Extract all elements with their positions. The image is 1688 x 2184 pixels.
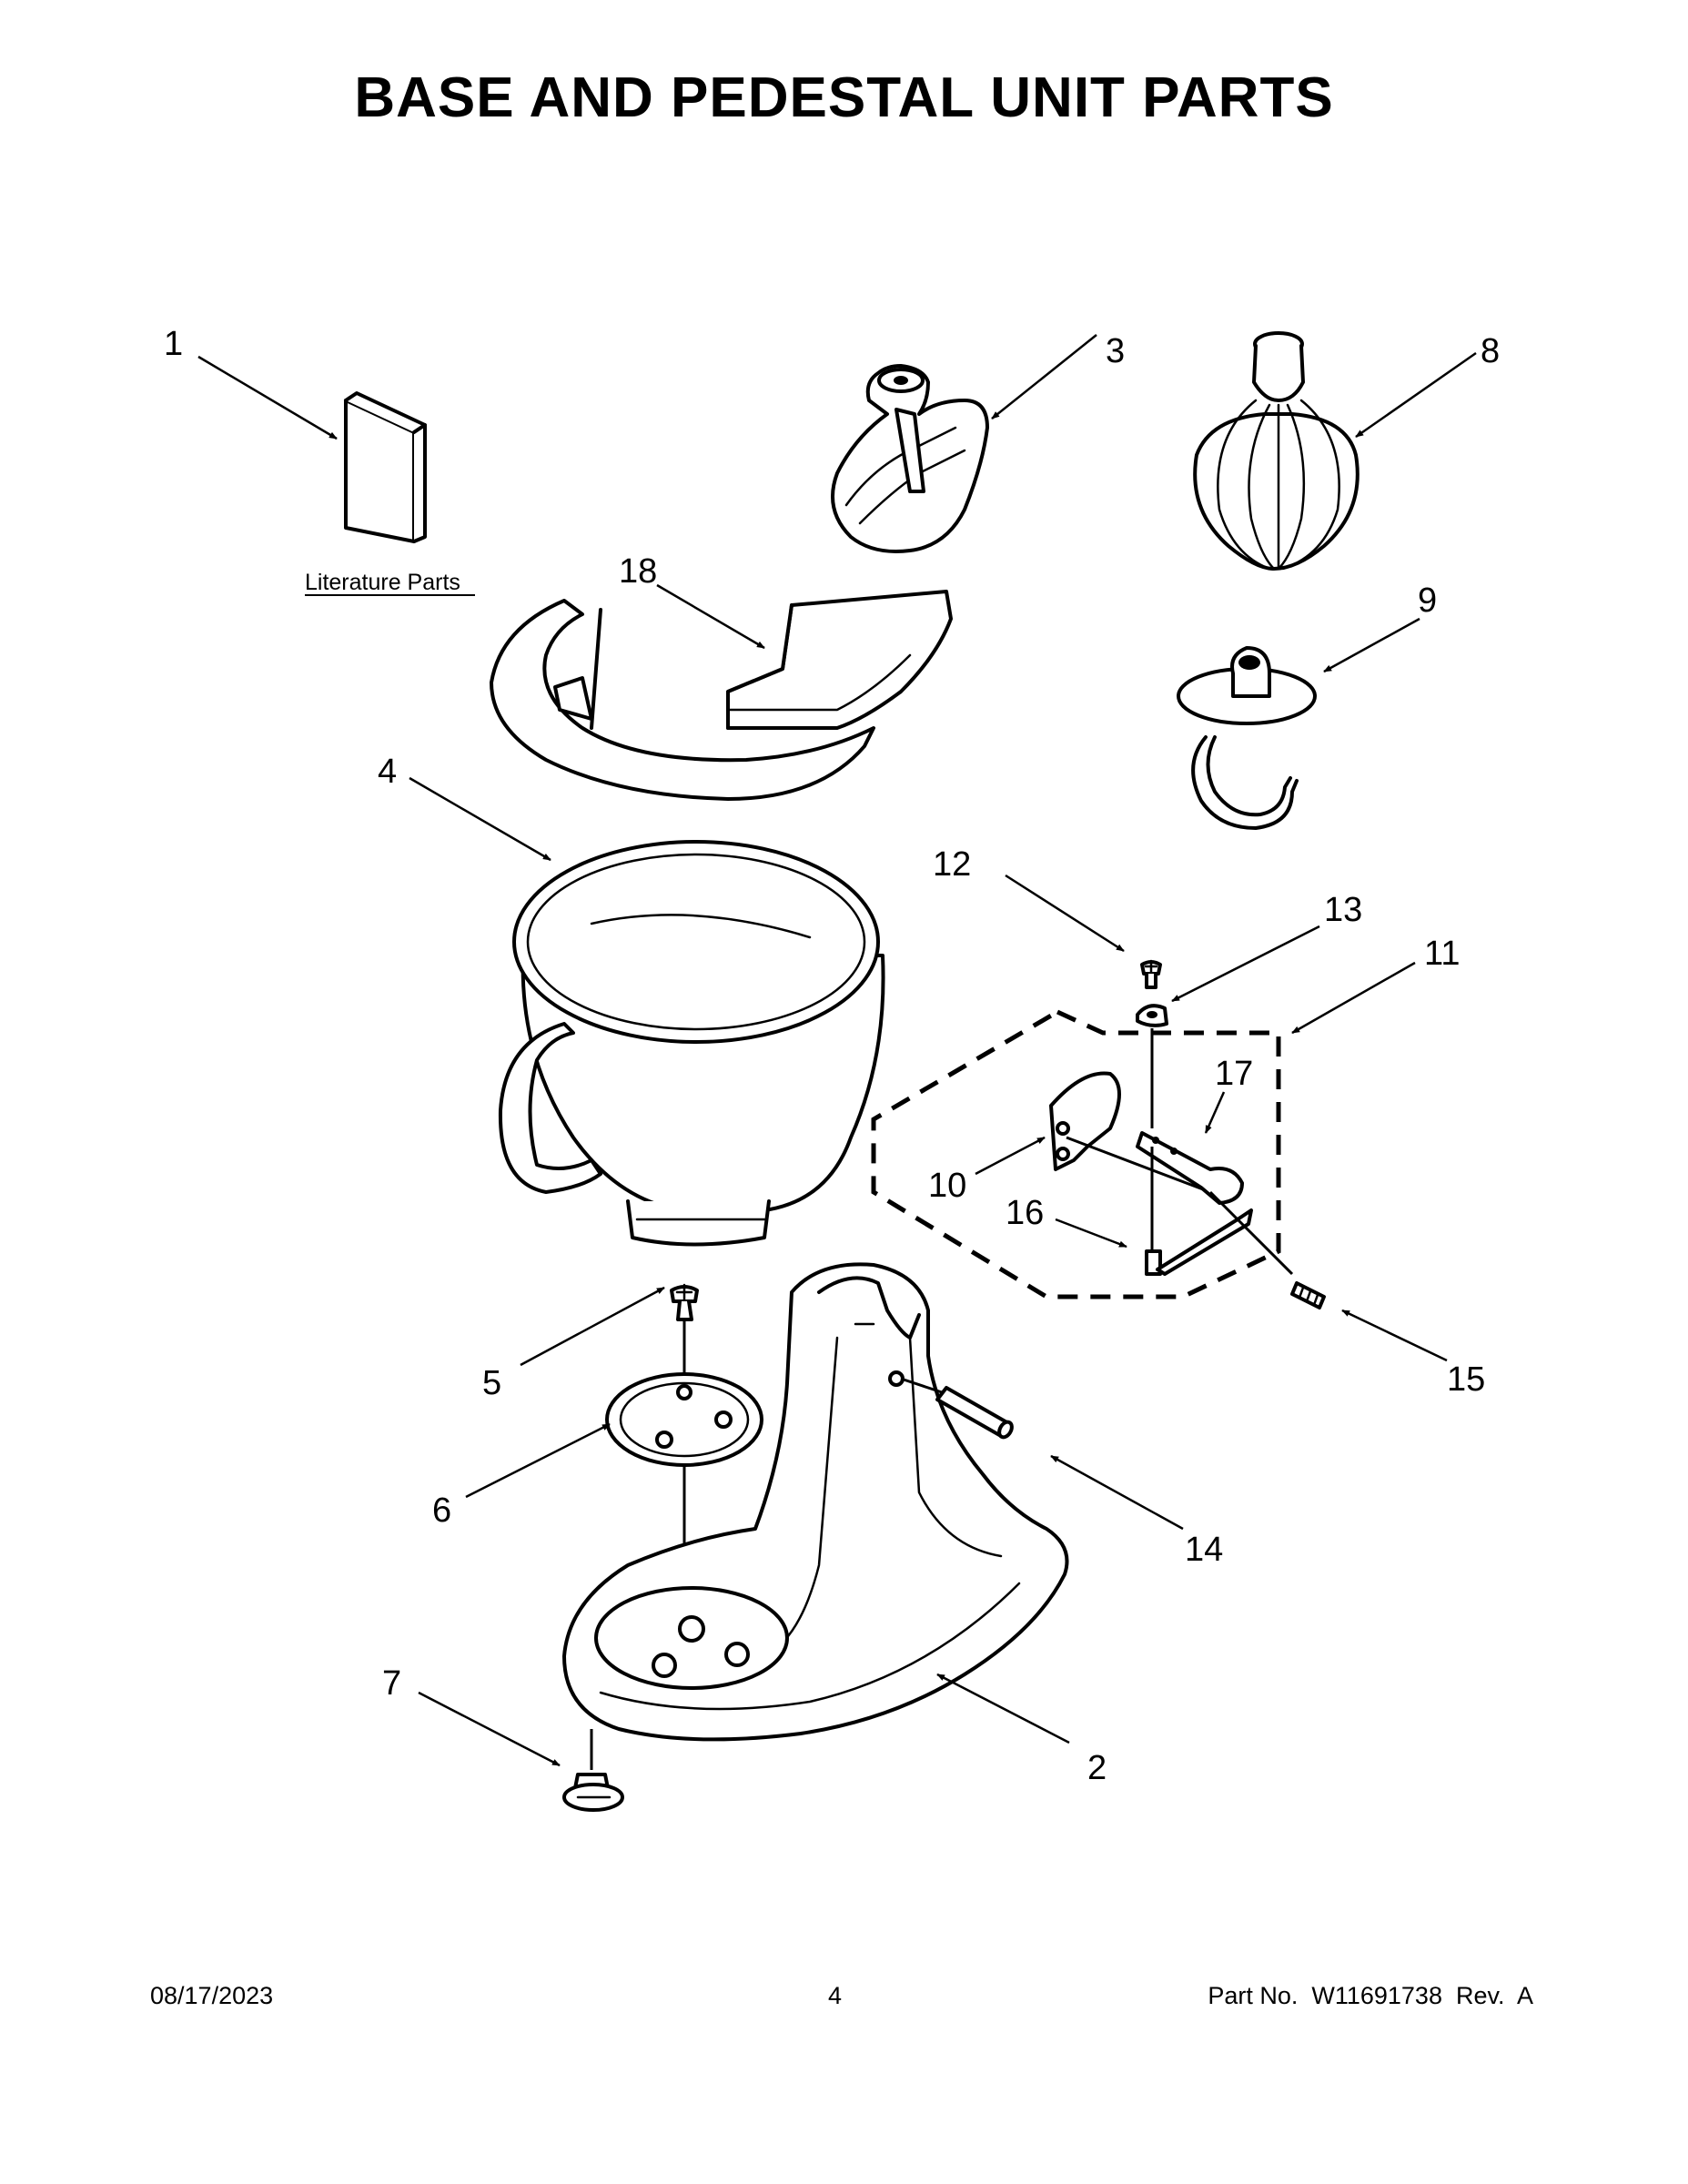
callout-15: 15 (1447, 1360, 1485, 1399)
mixing-bowl (498, 840, 885, 1247)
clamp-plate (605, 1372, 763, 1602)
callout-11: 11 (1424, 935, 1460, 973)
page-title: BASE AND PEDESTAL UNIT PARTS (354, 66, 1334, 129)
callout-13: 13 (1324, 891, 1362, 929)
pedestal-base (562, 1262, 1069, 1742)
callout-17: 17 (1215, 1055, 1253, 1093)
hinge-rod (1145, 1147, 1294, 1276)
flat-beater (831, 364, 989, 553)
bowl-clamp-screw (670, 1283, 699, 1383)
callout-7: 7 (382, 1664, 401, 1703)
callout-9: 9 (1418, 581, 1437, 620)
callout-10: 10 (928, 1167, 966, 1205)
callout-numbers: 1 3 8 9 18 4 12 13 11 17 10 16 15 5 6 14… (164, 325, 1500, 1787)
callout-18: 18 (619, 552, 657, 591)
footer-date: 08/17/2023 (150, 1982, 274, 2009)
lock-washer (1136, 1004, 1168, 1128)
footer-page-number: 4 (828, 1982, 843, 2009)
hinge-pin (900, 1377, 1014, 1440)
callout-1: 1 (164, 325, 183, 363)
callout-8: 8 (1481, 332, 1500, 370)
callout-6: 6 (432, 1491, 451, 1530)
hinge-bracket (1049, 1071, 1211, 1194)
pouring-shield (490, 590, 953, 801)
literature-parts-label: Literature Parts (305, 570, 460, 595)
callout-16: 16 (1006, 1194, 1044, 1232)
footer-part-number: Part No. W11691738 Rev. A (1208, 1982, 1533, 2009)
literature-booklet (344, 391, 427, 543)
rubber-foot (562, 1729, 624, 1812)
callout-4: 4 (378, 753, 397, 791)
callout-12: 12 (933, 845, 971, 884)
callout-14: 14 (1185, 1531, 1223, 1569)
callout-2: 2 (1087, 1749, 1107, 1787)
wire-whip (1193, 331, 1359, 571)
leader-lines (197, 334, 1477, 1767)
dough-hook (1177, 646, 1317, 830)
adjusting-pin (1290, 1281, 1326, 1309)
locking-screw (1140, 959, 1162, 989)
callout-3: 3 (1106, 332, 1125, 370)
hinge-assembly-outline (871, 1009, 1281, 1299)
callout-5: 5 (482, 1364, 501, 1402)
